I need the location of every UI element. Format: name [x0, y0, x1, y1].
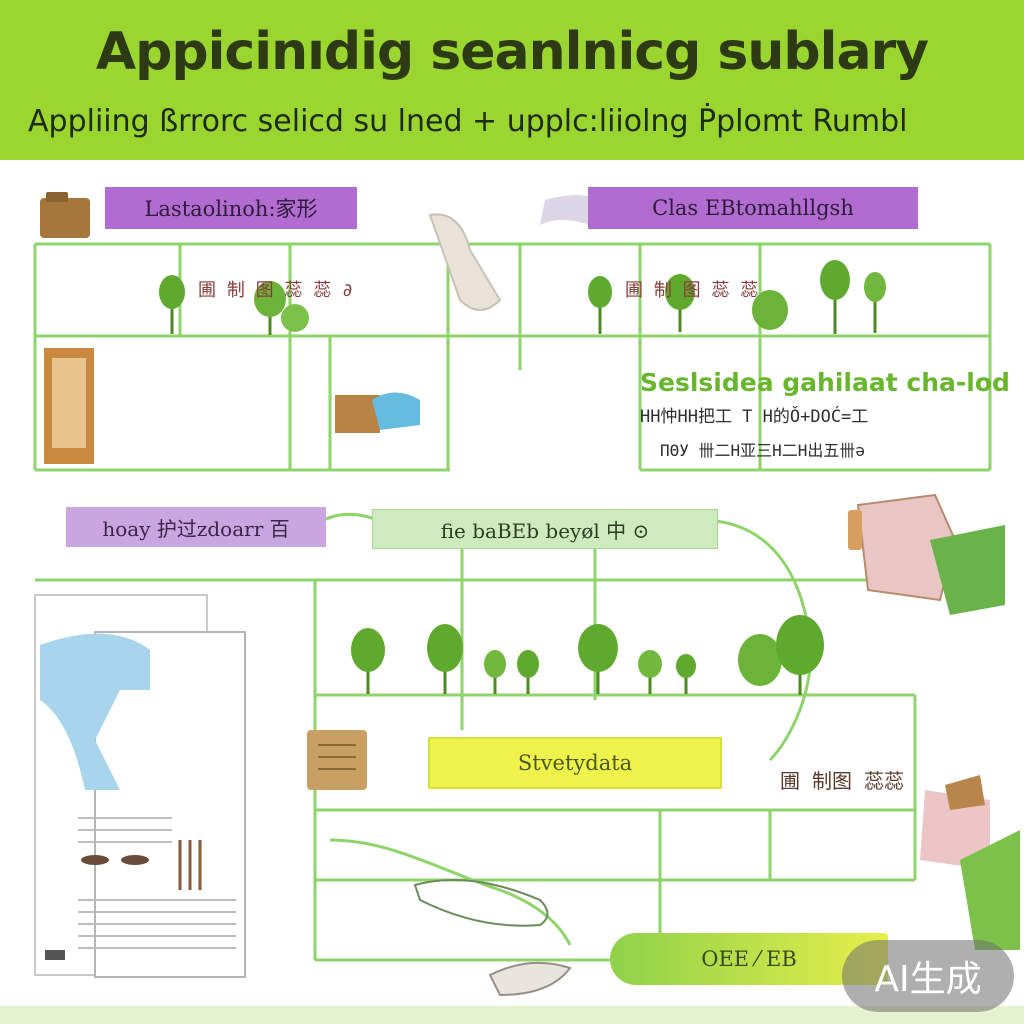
bottom-strip	[0, 1006, 1024, 1024]
binder-icon-top-right	[848, 493, 1005, 615]
page-title: Appicinıdig seanlnicg sublary	[95, 22, 929, 82]
ai-generated-badge: AI生成	[842, 940, 1014, 1012]
leaf-fish-sketch	[413, 195, 600, 997]
page-subtitle: Appliing ßrrorc selicd su lned + upplc:l…	[28, 104, 908, 139]
icon-row-text-top: 圃 制 图 蕊 蕊 ∂	[198, 280, 354, 301]
label-mid-center: fie baBEb beyøl 中 ⊙	[372, 509, 718, 549]
label-top-left: Lastaolinoh:家形	[105, 187, 357, 229]
folder-icons	[40, 192, 420, 790]
binder-icon-bottom-right	[920, 775, 1020, 950]
header-banner	[0, 0, 1024, 160]
yellow-box: Stvetydata	[428, 737, 722, 789]
label-mid-left: hoay 护过zdoarr 百	[66, 507, 326, 547]
green-line-2: ΠΘУ 卌二H亚三H二H出五卌ǝ	[660, 441, 866, 460]
plant-row-middle	[351, 615, 824, 695]
bottom-bar: OEE ⁄ EB	[610, 933, 888, 985]
plant-row-top	[159, 260, 886, 335]
connector-lines	[33, 242, 992, 962]
icon-row-text-top-right: 圃 制 图 蕊 蕊	[625, 280, 759, 301]
row-text-right: 圃 制图 蕊蕊	[780, 769, 905, 793]
green-heading: Seslsidea gahilaat cha-lod	[640, 368, 1010, 397]
green-line-1: HH忡HH把工 T H的Ǒ+DOĆ=工	[640, 407, 869, 427]
document-panel	[34, 594, 246, 978]
label-top-right: Clas EBtomahllgsh	[588, 187, 918, 229]
